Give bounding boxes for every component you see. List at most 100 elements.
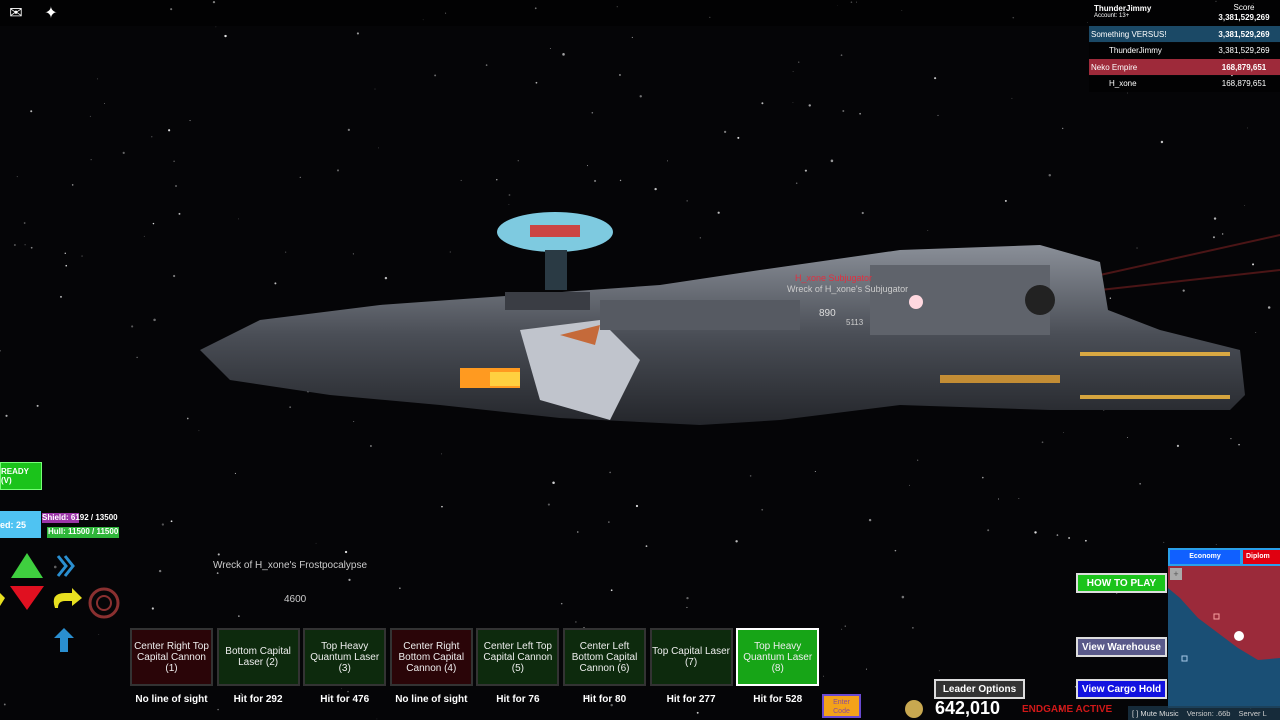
minimap[interactable]: Economy Diplom + bbox=[1168, 548, 1280, 708]
star bbox=[1221, 233, 1224, 235]
endgame-status: ENDGAME ACTIVE bbox=[1022, 704, 1113, 715]
status-footer: [ ] Mute Music Version: .66b Server L bbox=[1128, 706, 1280, 720]
star bbox=[1011, 97, 1013, 99]
star bbox=[449, 251, 451, 253]
weapon-status: Hit for 292 bbox=[233, 694, 283, 705]
star bbox=[737, 136, 740, 139]
star bbox=[934, 77, 937, 80]
star bbox=[1215, 544, 1217, 545]
star bbox=[1160, 140, 1164, 144]
weapon-status: No line of sight bbox=[135, 694, 208, 705]
star bbox=[610, 703, 613, 707]
star bbox=[238, 615, 240, 617]
button-label: View Cargo Hold bbox=[1081, 683, 1162, 695]
weapon-button[interactable]: Center Left Top Capital Cannon (5) bbox=[476, 628, 560, 686]
star bbox=[285, 251, 287, 253]
star bbox=[667, 160, 668, 162]
star bbox=[639, 95, 642, 98]
star bbox=[356, 32, 359, 35]
weapon-label: Center Right Top Capital Cannon (1) bbox=[134, 640, 209, 674]
star bbox=[717, 211, 720, 214]
leaderboard-team-row[interactable]: Something VERSUS!3,381,529,269 bbox=[1089, 26, 1280, 42]
zoom-in-icon[interactable]: + bbox=[1170, 568, 1182, 580]
star bbox=[24, 244, 26, 246]
star bbox=[645, 545, 648, 548]
star bbox=[65, 264, 67, 267]
star bbox=[64, 252, 66, 254]
weapon-button[interactable]: Bottom Capital Laser (2) bbox=[216, 628, 300, 686]
star bbox=[654, 187, 657, 191]
star bbox=[562, 53, 565, 56]
weapon-button[interactable]: Top Capital Laser (7) bbox=[649, 628, 733, 686]
star bbox=[901, 10, 903, 11]
star bbox=[376, 718, 378, 720]
star bbox=[549, 47, 551, 49]
view-cargo-hold-button[interactable]: View Cargo Hold bbox=[1076, 679, 1167, 699]
star bbox=[808, 104, 811, 107]
star bbox=[370, 445, 372, 447]
chat-icon[interactable]: ✉ bbox=[9, 5, 23, 22]
star bbox=[842, 109, 845, 112]
star bbox=[173, 160, 175, 162]
star bbox=[686, 200, 688, 202]
star bbox=[619, 179, 622, 182]
star bbox=[823, 675, 825, 677]
star bbox=[1230, 437, 1232, 440]
star bbox=[619, 74, 621, 76]
tab-economy[interactable]: Economy bbox=[1170, 550, 1240, 564]
star bbox=[547, 503, 550, 506]
player-name: ThunderJimmy bbox=[1094, 4, 1152, 13]
view-warehouse-button[interactable]: View Warehouse bbox=[1076, 637, 1167, 657]
star bbox=[434, 74, 437, 77]
player-score: 3,381,529,269 bbox=[1218, 13, 1270, 22]
star bbox=[609, 471, 611, 474]
star bbox=[217, 553, 220, 556]
shield-label: Shield: 6192 / 13500 bbox=[42, 513, 118, 522]
star bbox=[1074, 686, 1077, 688]
star bbox=[168, 129, 171, 132]
weapon-button[interactable]: Top Heavy Quantum Laser (3) bbox=[303, 628, 387, 686]
weapon-button[interactable]: Center Left Bottom Capital Cannon (6) bbox=[563, 628, 646, 686]
emote-icon[interactable]: ✦ bbox=[44, 5, 58, 22]
button-label: Leader Options bbox=[942, 683, 1017, 695]
star bbox=[198, 430, 200, 432]
star bbox=[723, 130, 727, 134]
star bbox=[761, 508, 764, 511]
star bbox=[496, 179, 498, 181]
weapon-button[interactable]: Top Heavy Quantum Laser (8) bbox=[736, 628, 820, 686]
weapon-label: Center Left Top Capital Cannon (5) bbox=[483, 640, 553, 674]
row-score: 168,879,651 bbox=[1221, 79, 1267, 88]
tab-diplomacy[interactable]: Diplom bbox=[1243, 550, 1280, 564]
weapon-label: Top Heavy Quantum Laser (3) bbox=[310, 640, 380, 674]
shield-bar: Shield: 6192 / 13500 bbox=[42, 513, 118, 523]
star bbox=[840, 54, 843, 56]
star bbox=[341, 688, 342, 689]
weapon-status: Hit for 80 bbox=[582, 694, 627, 705]
weapon-button[interactable]: Center Right Top Capital Cannon (1) bbox=[130, 628, 213, 686]
star bbox=[104, 103, 106, 105]
star bbox=[217, 708, 219, 711]
star bbox=[445, 12, 447, 14]
star bbox=[901, 595, 905, 599]
star bbox=[635, 504, 639, 508]
mute-music-toggle[interactable]: [ ] Mute Music bbox=[1132, 708, 1179, 718]
star bbox=[374, 88, 376, 90]
star bbox=[1041, 441, 1044, 444]
star bbox=[336, 169, 340, 172]
star bbox=[982, 476, 984, 479]
star bbox=[1182, 289, 1185, 292]
weapon-label: Center Right Bottom Capital Cannon (4) bbox=[398, 640, 465, 674]
enter-code-button[interactable]: Enter Code bbox=[822, 694, 861, 718]
weapon-button[interactable]: Center Right Bottom Capital Cannon (4) bbox=[389, 628, 473, 686]
star bbox=[804, 169, 807, 172]
star bbox=[938, 670, 940, 672]
star bbox=[1247, 127, 1248, 129]
how-to-play-button[interactable]: HOW TO PLAY bbox=[1076, 573, 1167, 593]
leader-options-button[interactable]: Leader Options bbox=[934, 679, 1025, 699]
star bbox=[1018, 498, 1020, 499]
star bbox=[1056, 534, 1059, 536]
ready-button[interactable]: READY (V) bbox=[0, 462, 42, 490]
